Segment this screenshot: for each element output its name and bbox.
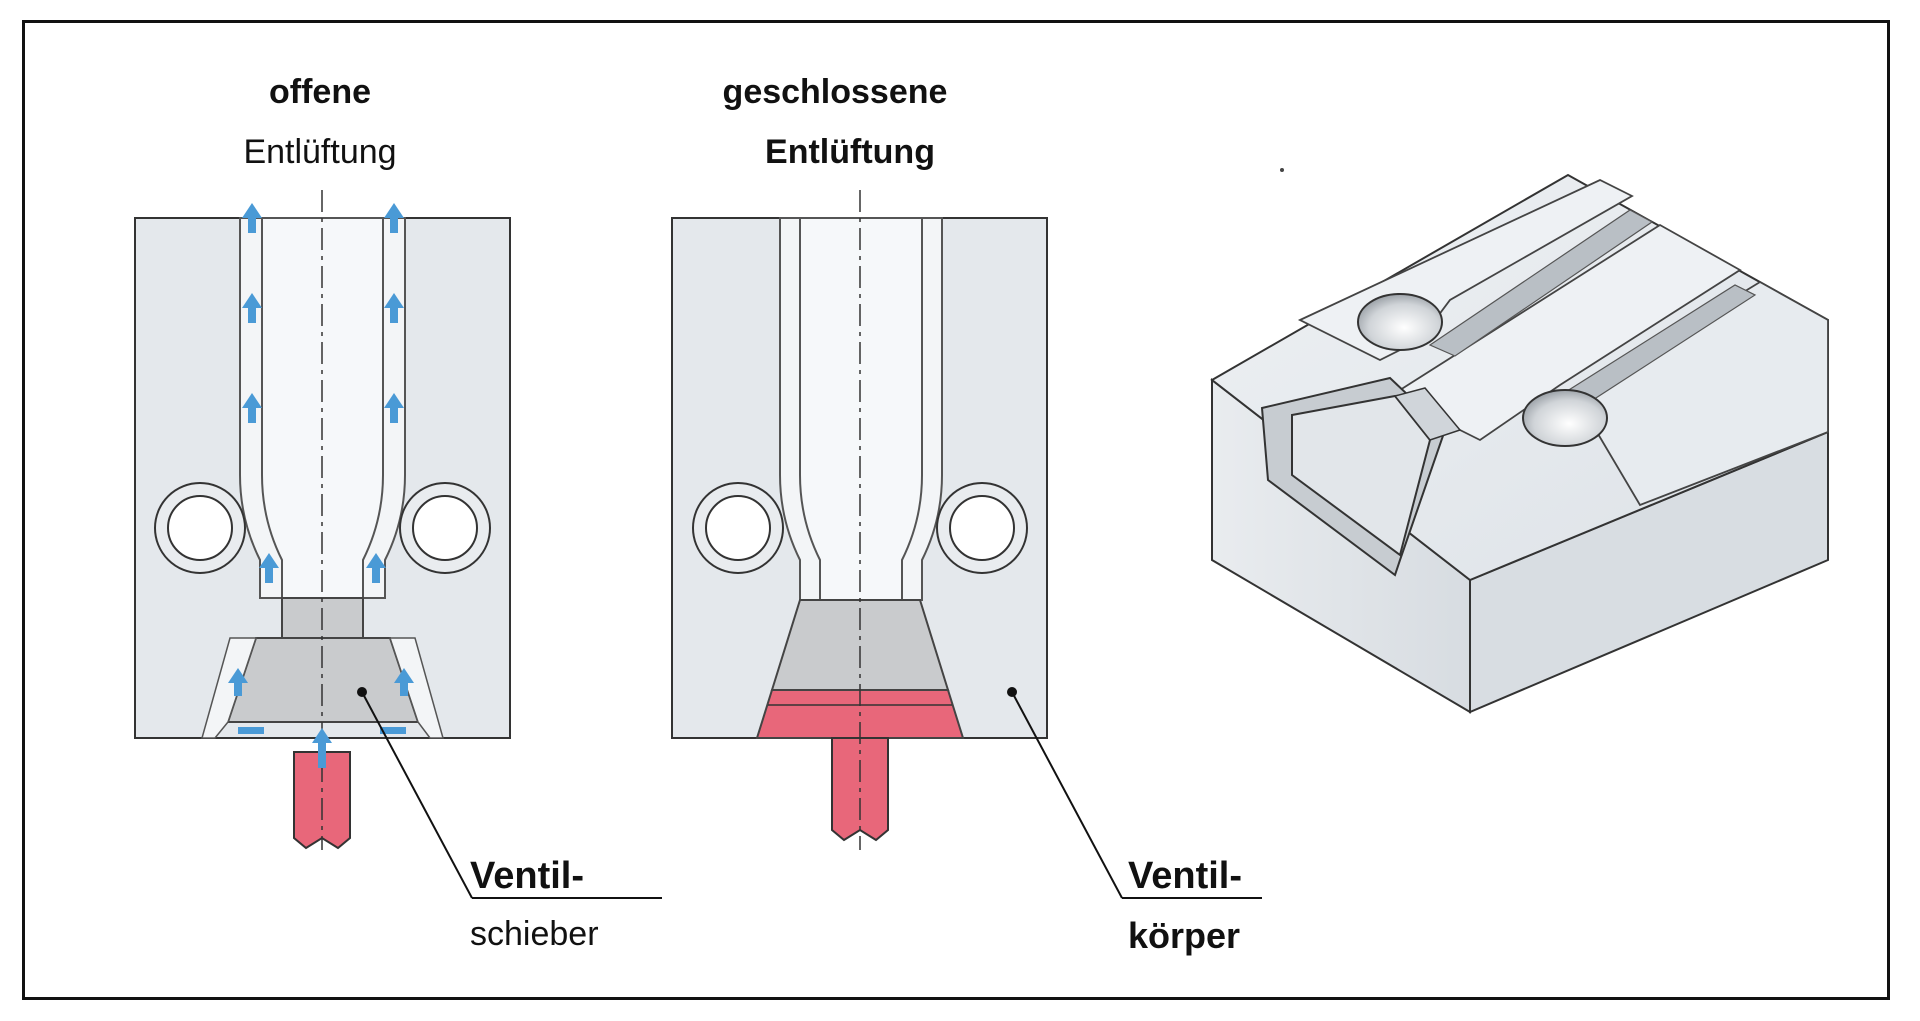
- arrow-icon: [242, 393, 262, 423]
- arrow-icon: [259, 553, 279, 583]
- arrow-icon: [228, 668, 248, 696]
- guide-hole-left-inner: [705, 495, 771, 561]
- closed-vent-title-line1: geschlossene: [723, 73, 948, 111]
- guide-hole-left-inner: [167, 495, 233, 561]
- speck: [1280, 168, 1284, 172]
- arrow-icon: [384, 293, 404, 323]
- figure-frame: [22, 20, 1890, 1000]
- iso-slider-top: [1393, 387, 1462, 441]
- vent-gap-left: [201, 637, 258, 739]
- arrow-icon: [394, 668, 414, 696]
- open-vent-diagram: offene Entlüftung: [134, 73, 662, 953]
- open-vent-title-bold: offene: [269, 73, 371, 111]
- callout-slider-line1: Ventil-: [470, 855, 584, 897]
- arrow-icon: [312, 728, 332, 768]
- closed-vent-diagram: geschlossene Entlüftung Ventil- körper: [671, 73, 1262, 956]
- airflow-arrows: [228, 203, 414, 768]
- vent-gap-right: [388, 637, 444, 739]
- callout-body-line1: Ventil-: [1128, 855, 1242, 897]
- iso-valve-slider: [1291, 394, 1432, 557]
- vent-pocket-middle: [799, 217, 923, 601]
- callout-leader-slider: [361, 691, 473, 899]
- arrow-icon: [242, 203, 262, 233]
- arrow-icon: [242, 293, 262, 323]
- guide-hole-right-inner: [412, 495, 478, 561]
- arrow-icon: [366, 553, 386, 583]
- iso-mounting-hole-1: [1357, 293, 1443, 351]
- arrow-icon: [238, 727, 264, 734]
- iso-groove-1: [1428, 209, 1654, 357]
- valve-slider-cone: [226, 637, 420, 723]
- open-vent-title: Entlüftung: [243, 133, 396, 171]
- arrow-icon: [380, 727, 406, 734]
- callout-slider-line2: schieber: [470, 915, 599, 953]
- arrow-icon: [384, 393, 404, 423]
- guide-hole-right-inner: [949, 495, 1015, 561]
- iso-mounting-hole-2: [1522, 389, 1608, 447]
- valve-body-isometric: [1210, 168, 1829, 714]
- callout-body-line2: körper: [1128, 915, 1240, 956]
- arrow-icon: [384, 203, 404, 233]
- callout-leader-body: [1011, 691, 1123, 899]
- closed-vent-title-line2: Entlüftung: [765, 133, 935, 171]
